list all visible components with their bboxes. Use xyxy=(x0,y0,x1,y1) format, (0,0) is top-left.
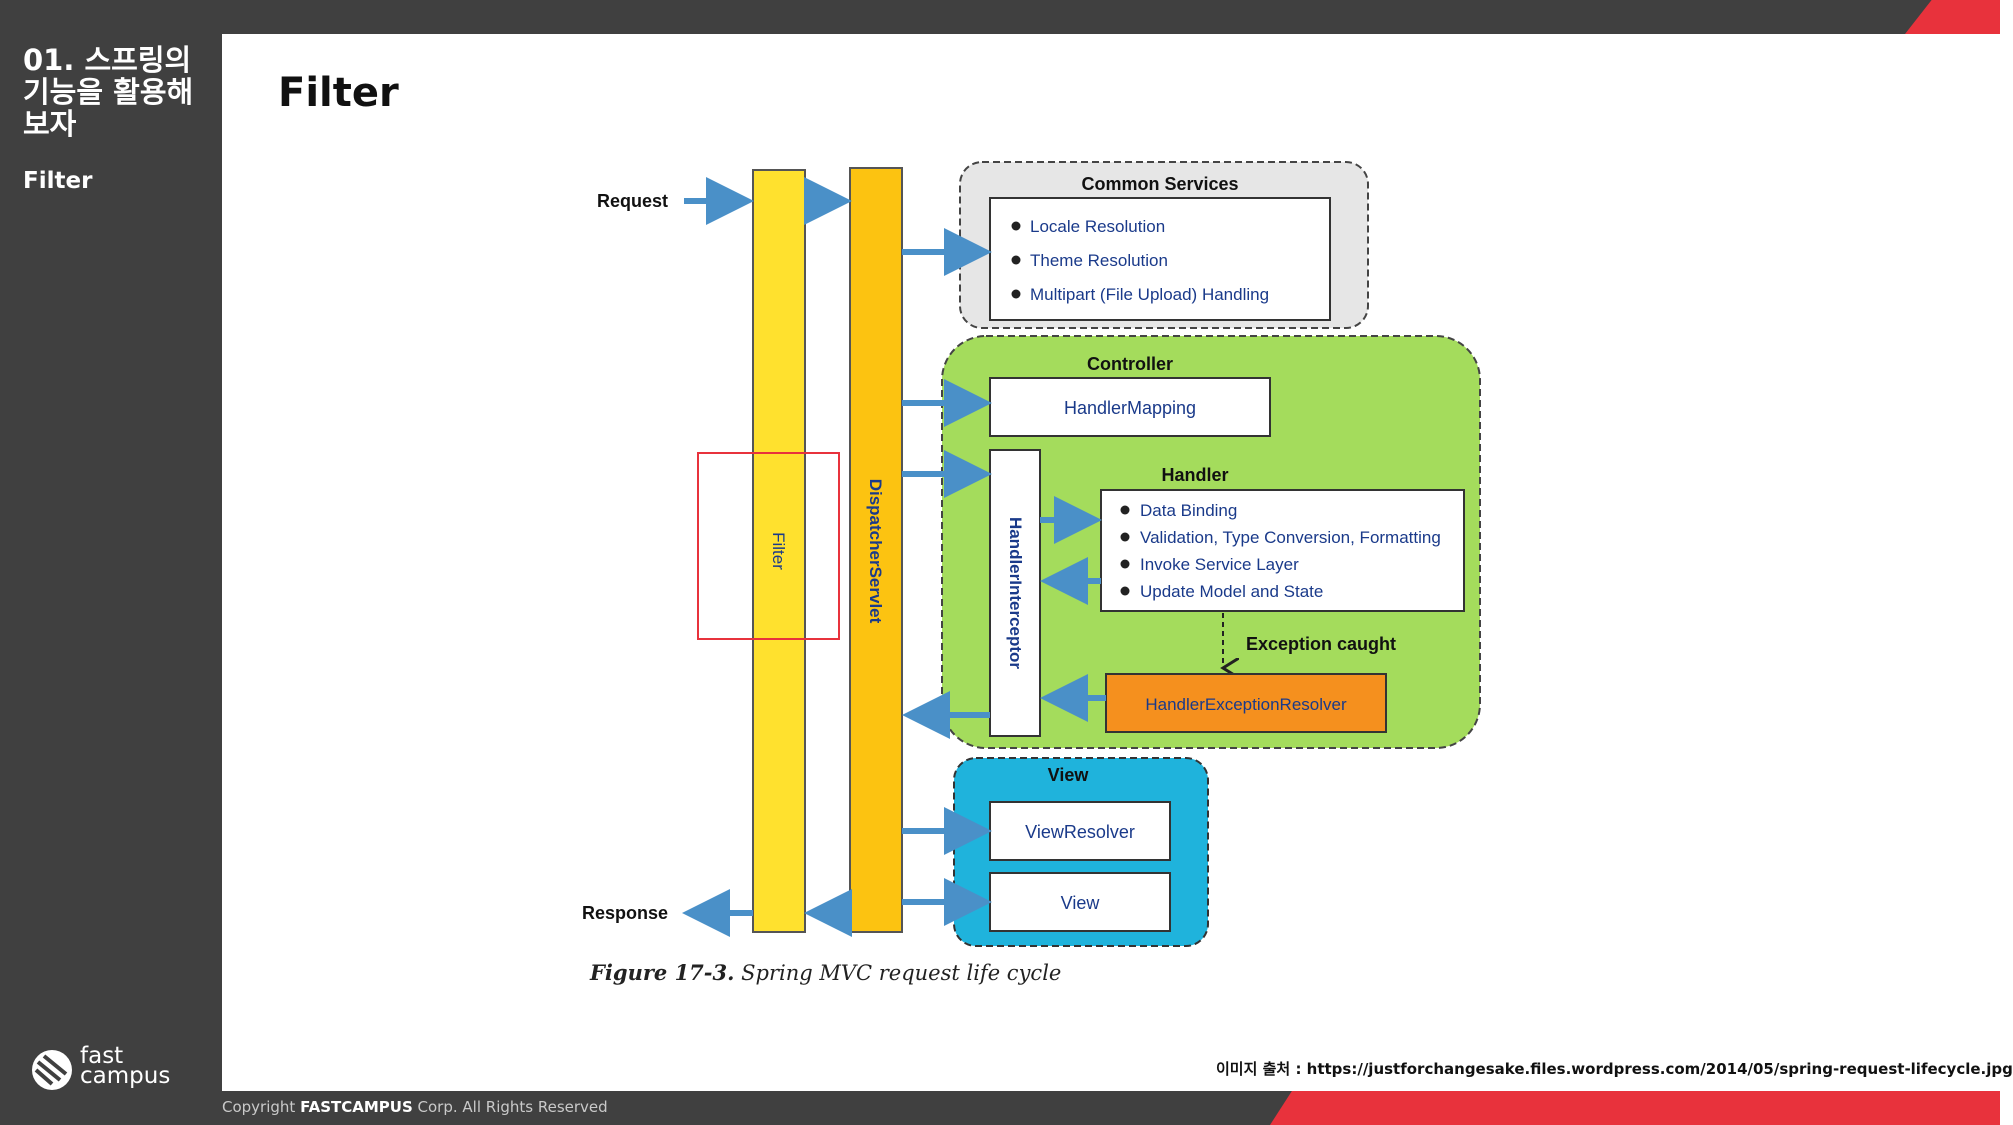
handler-mapping-label: HandlerMapping xyxy=(1064,398,1196,418)
copyright-prefix: Copyright xyxy=(222,1098,301,1116)
handler-box xyxy=(1100,489,1465,612)
handler-interceptor-box xyxy=(989,449,1041,737)
common-service-item: Locale Resolution xyxy=(1030,217,1165,236)
handler-item: Data Binding xyxy=(1140,501,1237,520)
dispatcher-servlet-bar xyxy=(849,167,903,933)
handler-item: Validation, Type Conversion, Formatting xyxy=(1140,528,1441,547)
section-title: 01. 스프링의 기능을 활용해 보자 xyxy=(23,43,194,141)
bullet xyxy=(1011,255,1021,265)
handler-item: Update Model and State xyxy=(1140,582,1323,601)
request-label: Request xyxy=(597,191,668,211)
top-bar xyxy=(0,0,2000,34)
figure-caption: Figure 17-3. Spring MVC request life cyc… xyxy=(590,960,1061,985)
logo-text-campus: campus xyxy=(80,1063,171,1089)
exception-resolver-box xyxy=(1105,673,1387,733)
common-service-item: Theme Resolution xyxy=(1030,251,1168,270)
handler-interceptor-label: HandlerInterceptor xyxy=(1006,517,1025,669)
controller-title: Controller xyxy=(1087,354,1173,374)
copyright-brand: FASTCAMPUS xyxy=(300,1098,413,1116)
bullet xyxy=(1011,289,1021,299)
filter-highlight-box xyxy=(697,452,840,640)
filter-label: Filter xyxy=(769,532,788,570)
logo-icon xyxy=(32,1050,72,1090)
sidebar xyxy=(0,34,222,1091)
view-box xyxy=(989,872,1171,932)
bullet xyxy=(1120,559,1130,569)
bullet xyxy=(1120,532,1130,542)
exception-resolver-label: HandlerExceptionResolver xyxy=(1145,695,1347,714)
view-resolver-label: ViewResolver xyxy=(1025,822,1135,842)
flow-arrows xyxy=(682,177,1106,937)
image-source: 이미지 출처 : https://justforchangesake.files… xyxy=(1216,1060,2013,1078)
view-resolver-box xyxy=(989,801,1171,861)
view-title: View xyxy=(1048,765,1090,785)
copyright-suffix: Corp. All Rights Reserved xyxy=(412,1098,608,1116)
bullet xyxy=(1011,221,1021,231)
filter-bar xyxy=(752,169,806,933)
page-title: Filter xyxy=(278,70,399,116)
logo-text-fast: fast xyxy=(80,1043,124,1069)
handler-title: Handler xyxy=(1161,465,1228,485)
current-topic: Filter xyxy=(23,168,93,194)
handler-item: Invoke Service Layer xyxy=(1140,555,1299,574)
bottom-accent-stripe xyxy=(1270,1091,2000,1125)
common-services-title: Common Services xyxy=(1081,174,1238,194)
caption-figure-number: Figure 17-3. xyxy=(590,960,735,985)
copyright: Copyright FASTCAMPUS Corp. All Rights Re… xyxy=(222,1098,608,1116)
exception-caught-label: Exception caught xyxy=(1246,634,1396,654)
bullet xyxy=(1120,586,1130,596)
response-label: Response xyxy=(582,903,668,923)
common-services-box xyxy=(989,197,1331,321)
spring-mvc-lifecycle-diagram: Common Services Locale Resolution Theme … xyxy=(582,161,1481,947)
common-service-item: Multipart (File Upload) Handling xyxy=(1030,285,1269,304)
fastcampus-logo: fast campus xyxy=(30,1043,180,1096)
dispatcher-servlet-label: DispatcherServlet xyxy=(866,479,885,624)
caption-text: Spring MVC request life cycle xyxy=(734,961,1062,985)
view-box-label: View xyxy=(1061,893,1101,913)
bullet xyxy=(1120,505,1130,515)
